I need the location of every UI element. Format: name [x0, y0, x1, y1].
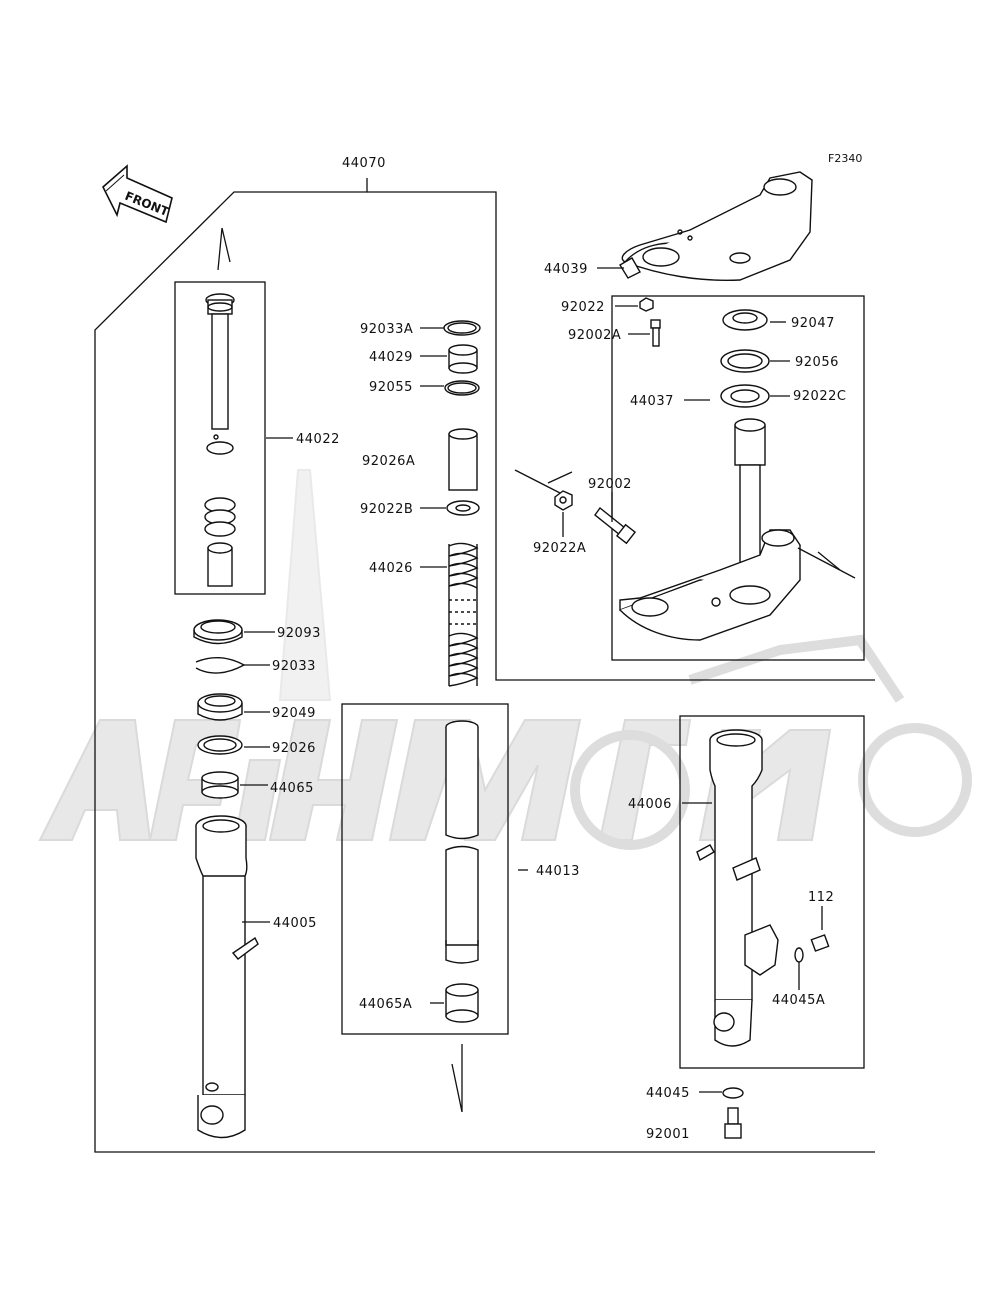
washer-92022C — [720, 384, 770, 408]
bolt-92002 — [594, 506, 637, 545]
ring-92033A — [443, 320, 481, 336]
inner-tube-44013 — [445, 720, 479, 964]
part-label-92033: 92033 — [272, 659, 316, 674]
damper-rod-44022 — [204, 293, 236, 587]
part-label-44037: 44037 — [630, 394, 674, 409]
subassembly-box-44022 — [174, 281, 266, 595]
part-label-92033A: 92033A — [360, 322, 413, 337]
dust-seal-92093 — [193, 619, 243, 645]
watermark — [38, 469, 972, 850]
part-label-92093: 92093 — [277, 626, 321, 641]
part-labels: 44070 44039 92022 92002A 92047 92056 440… — [270, 156, 846, 1142]
part-label-92022A: 92022A — [533, 541, 586, 556]
bushing-44065A — [445, 983, 479, 1023]
washer-92022B — [446, 500, 480, 516]
part-label-92049: 92049 — [272, 706, 316, 721]
bushing-44065 — [201, 771, 239, 799]
part-label-92022: 92022 — [561, 300, 605, 315]
part-label-92002: 92002 — [588, 477, 632, 492]
outer-tube-44005 — [195, 815, 259, 1139]
part-label-92047: 92047 — [791, 316, 835, 331]
spring-44026 — [448, 542, 479, 687]
part-label-44070: 44070 — [342, 156, 386, 171]
leader-line — [217, 227, 231, 271]
front-direction-arrow: FRONT — [102, 164, 173, 224]
part-label-44005: 44005 — [273, 916, 317, 931]
washer-44045 — [722, 1087, 744, 1099]
part-label-44013: 44013 — [536, 864, 580, 879]
part-label-92056: 92056 — [795, 355, 839, 370]
callout-leaders — [240, 267, 823, 1093]
collar-44029 — [448, 344, 478, 374]
part-label-44026: 44026 — [369, 561, 413, 576]
part-label-44045A: 44045A — [772, 993, 825, 1008]
steering-stem-44037 — [619, 418, 801, 641]
washer-92026 — [197, 735, 243, 755]
part-label-44065: 44065 — [270, 781, 314, 796]
assembly-outline-44070 — [94, 178, 875, 1153]
plug-112 — [810, 934, 830, 952]
washer-92056 — [720, 349, 770, 373]
bolt-92001 — [724, 1107, 742, 1139]
oil-seal-92049 — [197, 693, 243, 721]
part-label-44022: 44022 — [296, 432, 340, 447]
part-label-92026: 92026 — [272, 741, 316, 756]
seal-92047 — [722, 309, 768, 331]
part-label-44039: 44039 — [544, 262, 588, 277]
clip-92033 — [195, 657, 246, 674]
part-label-44065A: 44065A — [359, 997, 412, 1012]
part-label-92055: 92055 — [369, 380, 413, 395]
outer-tube-44006 — [696, 729, 779, 1047]
oring-92055 — [444, 380, 480, 396]
part-label-112: 112 — [808, 890, 834, 905]
spacer-92026A — [448, 428, 478, 491]
top-bracket-44039 — [619, 171, 813, 282]
part-label-92022C: 92022C — [793, 389, 846, 404]
part-label-44029: 44029 — [369, 350, 413, 365]
leader-line — [514, 469, 573, 494]
nut-92022 — [639, 297, 654, 312]
part-label-44006: 44006 — [628, 797, 672, 812]
leader-line — [797, 547, 856, 579]
part-label-92026A: 92026A — [362, 454, 415, 469]
leader-line — [817, 551, 841, 571]
bolt-92002A — [650, 319, 661, 347]
washer-44045A — [794, 947, 804, 963]
part-label-92002A: 92002A — [568, 328, 621, 343]
nut-92022A — [554, 490, 573, 511]
subassembly-box-44013 — [341, 703, 509, 1035]
leader-line — [451, 1044, 463, 1113]
subassembly-box-44006 — [679, 715, 865, 1069]
part-label-92022B: 92022B — [360, 502, 413, 517]
part-label-44045: 44045 — [646, 1086, 690, 1101]
figure-code: F2340 — [828, 152, 862, 165]
subassembly-box-44037 — [611, 295, 865, 661]
part-label-92001: 92001 — [646, 1127, 690, 1142]
